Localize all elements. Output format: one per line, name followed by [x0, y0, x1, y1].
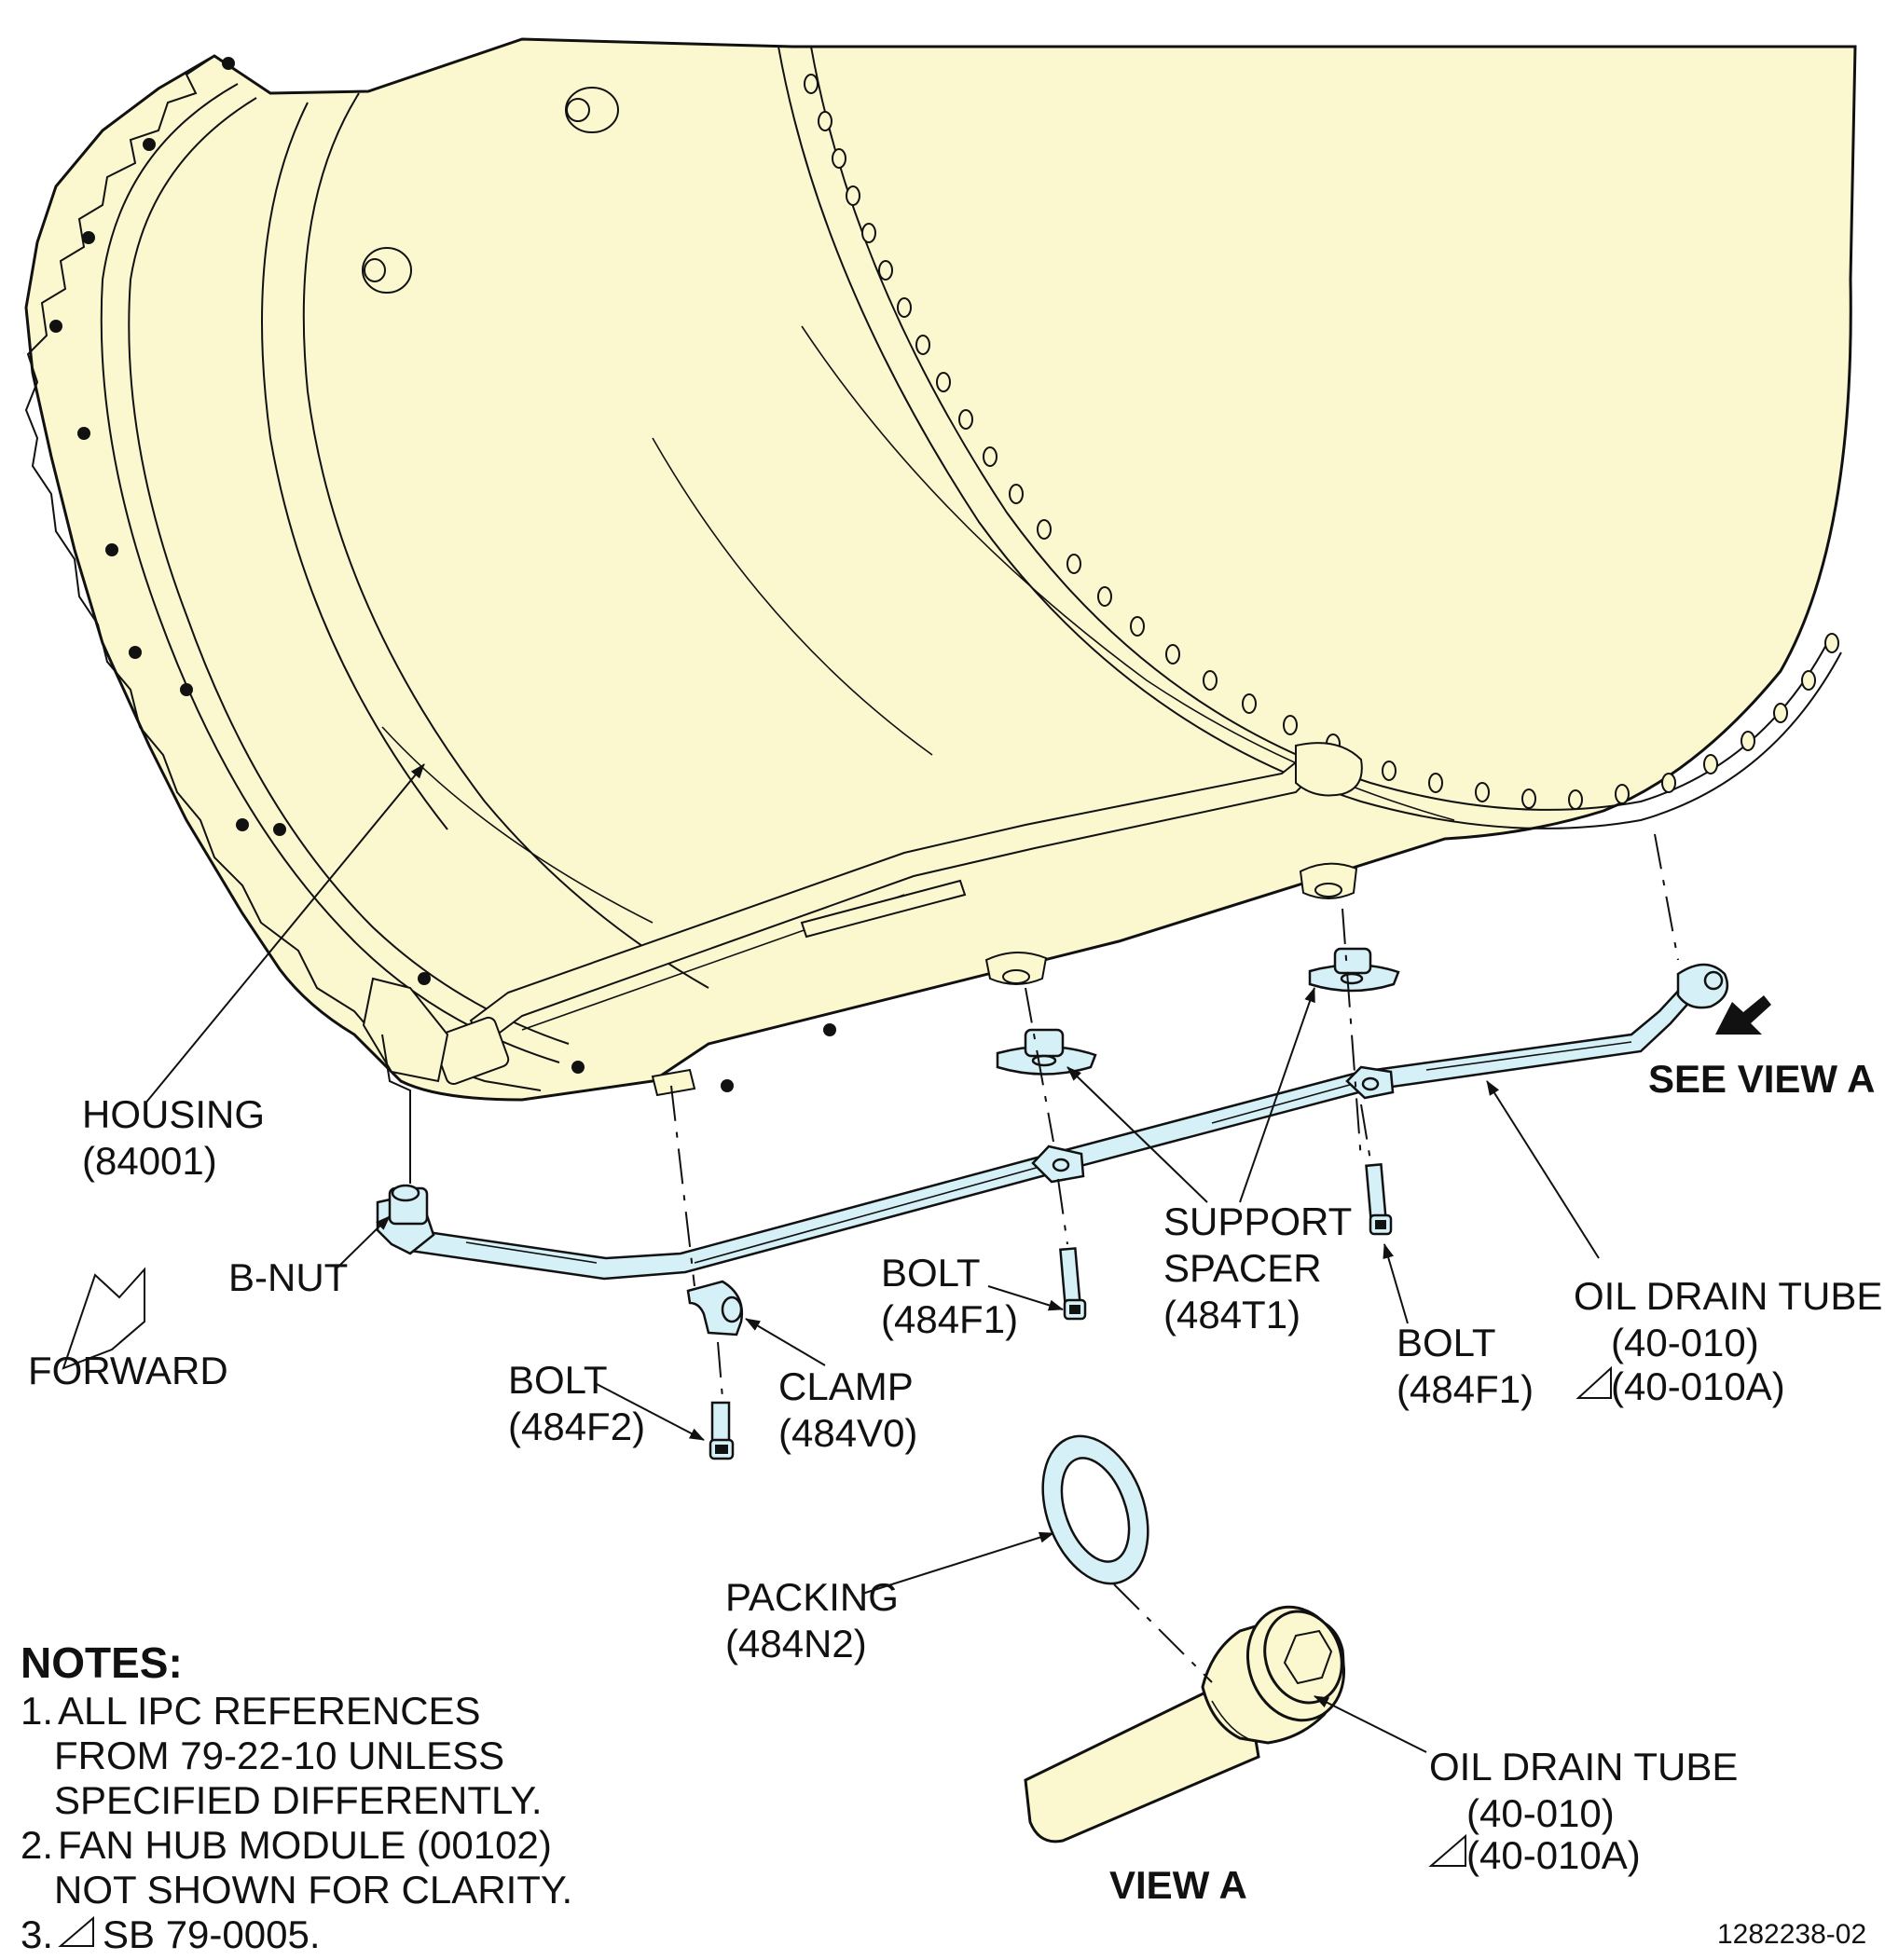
forward-direction-symbol — [62, 1267, 145, 1370]
housing-body — [24, 37, 1857, 1102]
callout-oil-drain-tube-view: OIL DRAIN TUBE (40-010) (40-010A) — [1428, 1745, 1738, 1877]
housing-pads — [651, 862, 1358, 1097]
callout-oil-drain-tube: OIL DRAIN TUBE (40-010) (40-010A) — [1574, 1274, 1882, 1408]
view-a-tube-end — [1024, 1605, 1346, 1843]
leader-oil-drain-tube-view — [1314, 1695, 1427, 1753]
callout-packing: PACKING (484N2) — [725, 1575, 899, 1665]
callout-bolt-right: BOLT (484F1) — [1397, 1321, 1534, 1411]
assembly-center-lines — [381, 833, 1679, 1683]
leader-oil-drain-tube — [1486, 1080, 1600, 1259]
leader-clamp — [745, 1318, 826, 1366]
notes-block: NOTES: 1. ALL IPC REFERENCES FROM 79-22-… — [21, 1638, 572, 1956]
note-2-num: 2. — [21, 1823, 53, 1867]
clamp-label: CLAMP — [778, 1364, 914, 1408]
forward-label: FORWARD — [28, 1349, 228, 1392]
bolt-right-ref: (484F1) — [1397, 1367, 1534, 1411]
installed-oil-drain-tube — [362, 742, 1363, 1086]
oil-drain-tube-ref: (40-010) — [1611, 1321, 1759, 1364]
bolts-exploded — [709, 1163, 1393, 1460]
see-view-a-arrow — [1715, 995, 1771, 1035]
leader-spacer-a — [1066, 1066, 1208, 1203]
note-1-line-1: ALL IPC REFERENCES — [58, 1689, 481, 1733]
housing-ref: (84001) — [82, 1139, 217, 1183]
oil-drain-tube-view-label: OIL DRAIN TUBE — [1429, 1745, 1738, 1789]
clamp-exploded — [686, 1280, 744, 1336]
notes-heading: NOTES: — [21, 1638, 183, 1687]
note-2-line-1: FAN HUB MODULE (00102) — [58, 1823, 552, 1867]
oil-drain-tube-ref-sb: (40-010A) — [1611, 1364, 1785, 1408]
leader-lines — [144, 763, 1600, 1753]
support-spacer-ref: (484T1) — [1163, 1293, 1300, 1336]
oil-drain-tube-label: OIL DRAIN TUBE — [1574, 1274, 1882, 1318]
housing-label: HOUSING — [82, 1092, 265, 1136]
callout-clamp: CLAMP (484V0) — [778, 1364, 917, 1455]
leader-housing — [144, 763, 425, 1105]
oil-drain-tube-exploded — [376, 963, 1729, 1281]
view-a-label: VIEW A — [1109, 1863, 1247, 1907]
support-spacers-exploded — [996, 947, 1400, 1076]
housing-bosses — [362, 87, 619, 294]
leader-spacer-b — [1239, 987, 1315, 1203]
forward-flange-nuts — [49, 57, 836, 1092]
bolt-left-label: BOLT — [508, 1358, 608, 1402]
leader-bolt-mid — [987, 1285, 1064, 1311]
oil-drain-tube-view-ref: (40-010) — [1466, 1791, 1615, 1835]
note-3-num: 3. — [21, 1912, 53, 1955]
note-1-line-3: SPECIFIED DIFFERENTLY. — [54, 1778, 543, 1822]
sb-flag-icon — [58, 1915, 94, 1947]
support-spacer-label-2: SPACER — [1163, 1246, 1322, 1290]
note-1-num: 1. — [21, 1689, 53, 1733]
leader-bnut — [337, 1215, 391, 1268]
callout-housing: HOUSING (84001) — [82, 1092, 265, 1183]
view-a-packing — [1041, 1434, 1149, 1585]
packing-label: PACKING — [725, 1575, 899, 1619]
note-1-line-2: FROM 79-22-10 UNLESS — [54, 1734, 504, 1777]
note-3-line-1: SB 79-0005. — [103, 1912, 321, 1955]
leader-bolt-right — [1383, 1243, 1409, 1324]
bolt-left-ref: (484F2) — [508, 1405, 645, 1448]
oil-drain-tube-view-ref-sb: (40-010A) — [1466, 1833, 1641, 1877]
leader-packing — [861, 1531, 1054, 1595]
callout-support-spacer: SUPPORT SPACER (484T1) — [1163, 1199, 1352, 1336]
bolt-right-label: BOLT — [1397, 1321, 1496, 1364]
callout-bolt-left: BOLT (484F2) — [508, 1358, 645, 1448]
bnut-label: B-NUT — [228, 1255, 348, 1299]
clamp-ref: (484V0) — [778, 1411, 917, 1455]
support-spacer-label-1: SUPPORT — [1163, 1199, 1352, 1243]
figure-id: 1282238-02 — [1717, 1919, 1866, 1950]
leader-bolt-left — [596, 1383, 705, 1441]
packing-ref: (484N2) — [725, 1622, 867, 1665]
bolt-mid-ref: (484F1) — [881, 1297, 1018, 1341]
note-2-line-2: NOT SHOWN FOR CLARITY. — [54, 1868, 572, 1912]
sb-flag-icon — [1428, 1833, 1466, 1867]
sb-flag-icon — [1575, 1365, 1612, 1399]
bolt-mid-label: BOLT — [881, 1251, 981, 1295]
see-view-a-label: SEE VIEW A — [1648, 1057, 1876, 1101]
callout-bolt-mid: BOLT (484F1) — [881, 1251, 1018, 1341]
